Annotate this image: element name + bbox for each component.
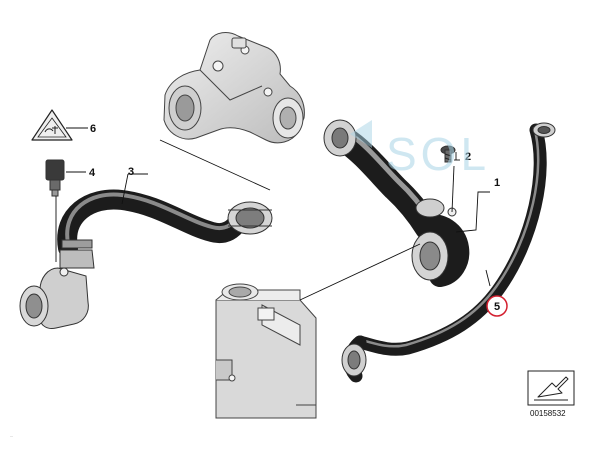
callout-2: 2 <box>465 151 471 163</box>
temperature-sensor-part-4 <box>45 159 65 197</box>
warning-label-part-6 <box>31 109 73 141</box>
leader-lines <box>55 127 491 301</box>
drawing-reference-number: 00158532 <box>530 409 566 418</box>
thermostat-housing <box>163 32 305 144</box>
highlight-circle <box>486 295 508 317</box>
watermark: SOL <box>350 120 490 180</box>
coolant-hose-part-3 <box>19 189 273 329</box>
corner-mark: ... <box>10 433 13 438</box>
expansion-tank <box>215 283 317 419</box>
direction-arrow-box <box>527 370 575 406</box>
coolant-hose-part-1 <box>323 119 470 287</box>
coolant-hose-part-5 <box>341 122 556 383</box>
callout-1: 1 <box>494 177 500 189</box>
watermark-text: SOL <box>386 128 490 180</box>
callout-6: 6 <box>90 123 96 135</box>
callout-3: 3 <box>128 166 134 178</box>
callout-5: 5 <box>494 301 500 313</box>
callout-4: 4 <box>89 167 96 179</box>
bleed-screw-part-2 <box>440 145 456 163</box>
